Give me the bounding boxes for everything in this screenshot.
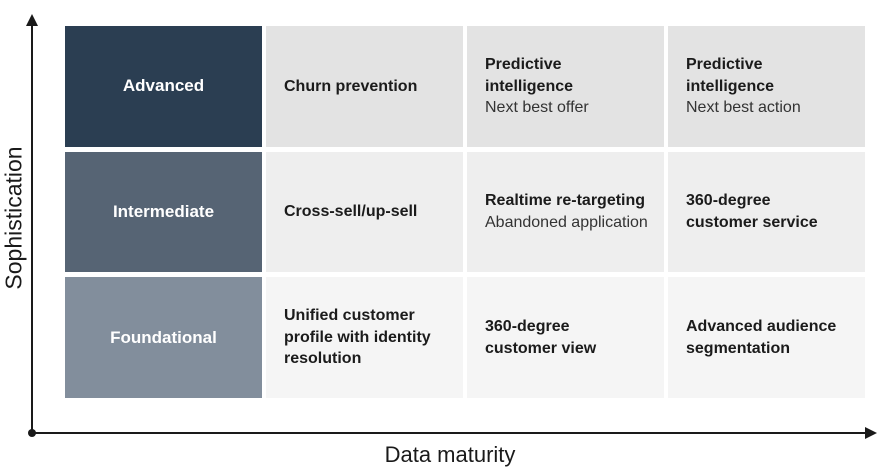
cell-title: Advanced audience segmentation (686, 318, 837, 357)
matrix-cell: Unified customer profile with identity r… (266, 277, 463, 398)
arrow-up-icon (26, 14, 38, 26)
matrix-cell: Predictive intelligence Next best offer (467, 26, 664, 147)
cell-subtitle: Next best offer (485, 99, 589, 117)
matrix-cell: 360-degree customer view (467, 277, 664, 398)
matrix-cell: Advanced audience segmentation (668, 277, 865, 398)
row-label-intermediate: Intermediate (65, 151, 262, 273)
cell-title: Predictive intelligence (485, 55, 574, 95)
cell-title: 360-degree customer view (485, 318, 597, 357)
cell-title: Churn prevention (284, 77, 418, 95)
origin-dot (28, 429, 36, 437)
matrix-cell: Predictive intelligence Next best action (668, 26, 865, 147)
cell-title: Cross-sell/up-sell (284, 203, 418, 221)
matrix-cell: 360-degree customer service (668, 151, 865, 273)
row-label-text: Foundational (110, 327, 217, 347)
x-axis-line (31, 432, 866, 434)
y-axis-line (31, 26, 33, 434)
cell-title: 360-degree customer service (686, 192, 818, 231)
row-label-advanced: Advanced (65, 26, 262, 147)
cell-title: Unified customer profile with identity r… (284, 307, 431, 368)
matrix-grid: Advanced Churn prevention Predictive int… (65, 26, 865, 398)
cell-subtitle: Abandoned application (485, 213, 648, 231)
x-axis-label: Data maturity (384, 442, 516, 467)
cell-title: Predictive intelligence (686, 55, 775, 95)
row-label-text: Intermediate (112, 201, 215, 221)
cell-title: Realtime re-targeting (485, 192, 646, 210)
row-label-foundational: Foundational (65, 277, 262, 398)
matrix-cell: Churn prevention (266, 26, 463, 147)
y-axis-label: Sophistication (0, 146, 27, 290)
matrix-cell: Cross-sell/up-sell (266, 151, 463, 273)
matrix-cell: Realtime re-targeting Abandoned applicat… (467, 151, 664, 273)
cell-subtitle: Next best action (686, 99, 801, 117)
row-label-text: Advanced (122, 76, 205, 96)
arrow-right-icon (865, 427, 877, 439)
